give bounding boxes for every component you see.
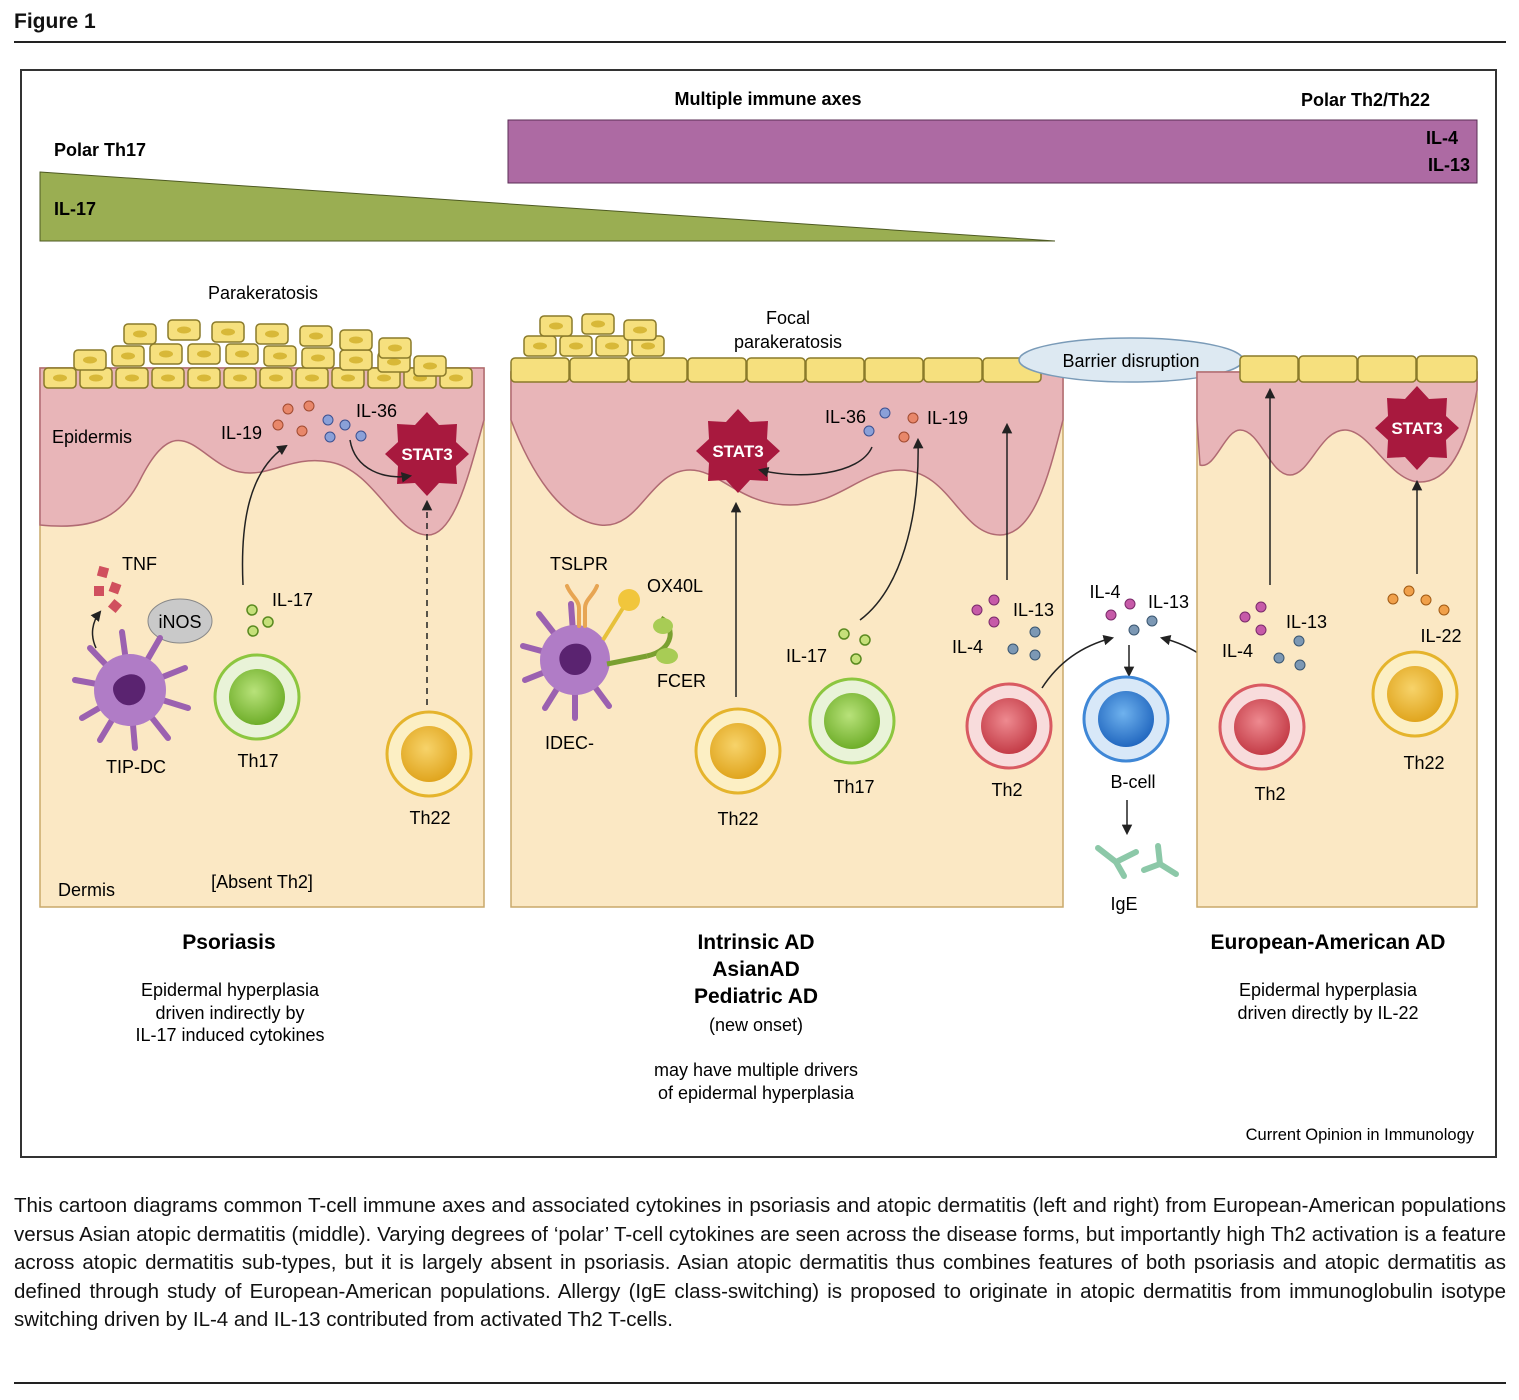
parakeratosis-label: Parakeratosis xyxy=(208,283,318,303)
tnf-squares xyxy=(94,565,123,614)
svg-text:Barrier disruption: Barrier disruption xyxy=(1062,351,1199,371)
idec-label: IDEC- xyxy=(545,733,594,753)
svg-text:STAT3: STAT3 xyxy=(401,445,452,464)
th17-label: Th17 xyxy=(237,751,278,771)
stratum-corneum-row-3 xyxy=(1239,355,1478,383)
psoriasis-title: Psoriasis xyxy=(182,931,275,954)
polar-th17-gradient: Polar Th17 IL-17 xyxy=(39,140,1056,242)
ige-antibodies xyxy=(1095,843,1179,879)
intrinsic-ad-panel: Focal parakeratosis IL-36 IL-19 STAT3 TS… xyxy=(510,308,1064,1103)
epidermis-label: Epidermis xyxy=(52,427,132,447)
stratum-corneum-row xyxy=(510,313,1042,383)
il17-dots xyxy=(246,604,274,637)
bcell xyxy=(1082,675,1170,763)
svg-text:STAT3: STAT3 xyxy=(1391,419,1442,438)
il36-label: IL-36 xyxy=(356,401,397,421)
figure-label: Figure 1 xyxy=(14,10,96,33)
pediatric-ad-title: Pediatric AD xyxy=(694,985,818,1008)
ige-label: IgE xyxy=(1110,894,1137,914)
idec-cell xyxy=(520,584,678,721)
middle-desc-line-2: of epidermal hyperplasia xyxy=(658,1083,855,1103)
top-rule xyxy=(14,41,1506,43)
focal-label: Focal xyxy=(766,308,810,328)
il13-label-3: IL-13 xyxy=(1286,612,1327,632)
bcell-label: B-cell xyxy=(1110,772,1155,792)
th17-cell xyxy=(213,653,301,741)
psoriasis-desc-line-1: Epidermal hyperplasia xyxy=(141,980,320,1000)
svg-text:STAT3: STAT3 xyxy=(712,442,763,461)
ox40l-label: OX40L xyxy=(647,576,703,596)
dermis-label: Dermis xyxy=(58,880,115,900)
il4-label-3: IL-4 xyxy=(1222,641,1253,661)
figure-caption: This cartoon diagrams common T-cell immu… xyxy=(14,1194,1506,1331)
il19-label: IL-19 xyxy=(221,423,262,443)
absent-th2-label: [Absent Th2] xyxy=(211,872,313,892)
il36-dots xyxy=(322,414,367,443)
il19-label-2: IL-19 xyxy=(927,408,968,428)
th22-cell xyxy=(385,710,473,798)
european-desc-line-2: driven directly by IL-22 xyxy=(1237,1003,1418,1023)
intrinsic-ad-title: Intrinsic AD xyxy=(697,931,814,954)
stat3-star-intrinsic: STAT3 xyxy=(696,409,780,493)
il19-dots xyxy=(272,400,315,437)
il13-bar-label: IL-13 xyxy=(1428,155,1470,175)
figure-frame xyxy=(20,69,1497,1158)
il17-label: IL-17 xyxy=(272,590,313,610)
polar-th2-bar: Multiple immune axes Polar Th2/Th22 IL-4… xyxy=(507,89,1478,184)
il4-label-b: IL-4 xyxy=(1089,582,1120,602)
il13-label-b: IL-13 xyxy=(1148,592,1189,612)
new-onset-label: (new onset) xyxy=(709,1015,803,1035)
tip-dc-cell xyxy=(72,629,191,751)
bcell-column: IL-4 IL-13 B-cell IgE xyxy=(1041,582,1233,914)
stat3-star-european: STAT3 xyxy=(1375,386,1459,470)
european-desc-line-1: Epidermal hyperplasia xyxy=(1239,980,1418,1000)
th22-label: Th22 xyxy=(409,808,450,828)
psoriasis-desc-line-2: driven indirectly by xyxy=(155,1003,304,1023)
il36-label-2: IL-36 xyxy=(825,407,866,427)
th2-label-3: Th2 xyxy=(1254,784,1285,804)
th22-label-2: Th22 xyxy=(717,809,758,829)
figure-diagram: Multiple immune axes Polar Th2/Th22 IL-4… xyxy=(39,89,1478,1144)
polar-th17-label: Polar Th17 xyxy=(54,140,146,160)
il17-label-2: IL-17 xyxy=(786,646,827,666)
il4-label-2: IL-4 xyxy=(952,637,983,657)
parakeratosis-label-2: parakeratosis xyxy=(734,332,842,352)
bottom-rule xyxy=(14,1382,1506,1384)
tslpr-label: TSLPR xyxy=(550,554,608,574)
stat3-star-psoriasis: STAT3 xyxy=(385,412,469,496)
psoriasis-desc-line-3: IL-17 induced cytokines xyxy=(135,1025,324,1045)
middle-desc-line-1: may have multiple drivers xyxy=(654,1060,858,1080)
il4-bar-label: IL-4 xyxy=(1426,128,1458,148)
asian-ad-title: AsianAD xyxy=(712,958,800,981)
tip-dc-label: TIP-DC xyxy=(106,757,166,777)
il22-label: IL-22 xyxy=(1420,626,1461,646)
th17-cell-2 xyxy=(808,677,896,765)
inos-label: iNOS xyxy=(158,612,201,632)
th22-label-3: Th22 xyxy=(1403,753,1444,773)
th2-label-2: Th2 xyxy=(991,780,1022,800)
th2-cell-2 xyxy=(965,682,1053,770)
european-ad-panel: STAT3 IL-4 IL-13 Th2 IL-22 Th22 European… xyxy=(1196,355,1478,1023)
th22-cell-3 xyxy=(1371,650,1459,738)
th17-label-2: Th17 xyxy=(833,777,874,797)
multiple-axes-label: Multiple immune axes xyxy=(674,89,861,109)
tnf-label: TNF xyxy=(122,554,157,574)
psoriasis-panel: Parakeratosis Epidermis Dermis IL-19 IL-… xyxy=(39,283,485,908)
il13-label-2: IL-13 xyxy=(1013,600,1054,620)
il17-bar-label: IL-17 xyxy=(54,199,96,219)
polar-th2-label: Polar Th2/Th22 xyxy=(1301,90,1430,110)
th2-cell-3 xyxy=(1218,683,1306,771)
european-ad-title: European-American AD xyxy=(1211,931,1446,954)
journal-credit: Current Opinion in Immunology xyxy=(1246,1126,1475,1144)
th22-cell-2 xyxy=(694,707,782,795)
fcer-label: FCER xyxy=(657,671,706,691)
